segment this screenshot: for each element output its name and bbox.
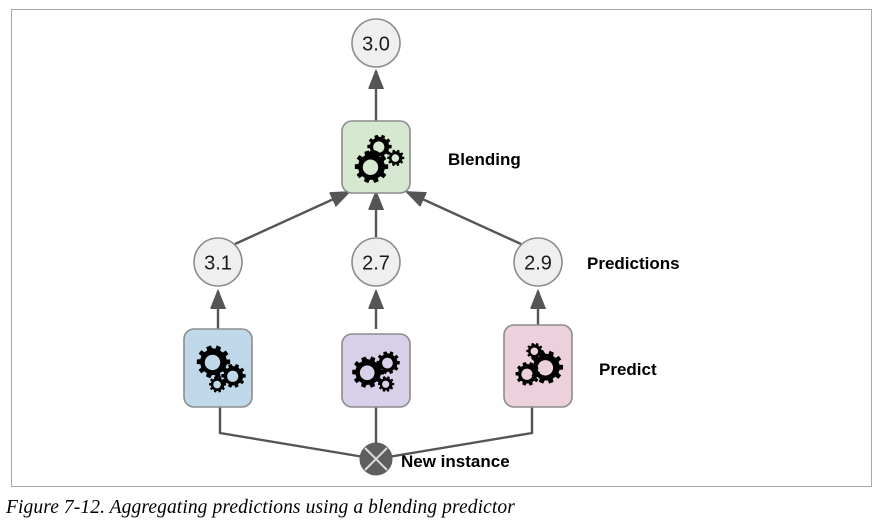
prediction-value-2: 2.7 [362,253,390,275]
predictor-box-3 [503,324,573,408]
figure-frame [11,9,872,487]
prediction-node-1[interactable]: 3.1 [193,237,243,287]
predictor-node-1[interactable] [183,328,253,408]
prediction-circle-1 [193,237,243,287]
cross-icon [364,447,388,471]
new-instance-label: New instance [401,452,510,471]
prediction-value-1: 3.1 [204,253,232,275]
blending-node[interactable] [341,120,411,194]
edge-prediction-3-to-blending [407,190,522,246]
predictions-label: Predictions [587,254,680,273]
edge-prediction-1-to-blending [234,190,349,246]
prediction-circle-3 [513,237,563,287]
edge-instance-to-predictor-3 [375,407,534,461]
prediction-node-2[interactable]: 2.7 [351,237,401,287]
figure-caption: Figure 7-12. Aggregating predictions usi… [6,497,515,518]
blending-label: Blending [448,150,521,169]
new-instance-node[interactable] [359,442,393,476]
prediction-node-3[interactable]: 2.9 [513,237,563,287]
edge-instance-to-predictor-1 [218,407,377,461]
blending-diagram: 3.0 Blending 3.1 2.7 2.9 Predictions [183,18,680,476]
predict-label: Predict [599,360,657,379]
prediction-circle-2 [351,237,401,287]
output-circle [351,18,401,68]
predictor-node-2[interactable] [341,333,411,408]
output-value: 3.0 [362,34,390,56]
predictor-node-3[interactable] [503,324,573,408]
prediction-value-3: 2.9 [524,253,552,275]
diagram-edges [218,71,538,461]
output-node-3-0[interactable]: 3.0 [351,18,401,68]
